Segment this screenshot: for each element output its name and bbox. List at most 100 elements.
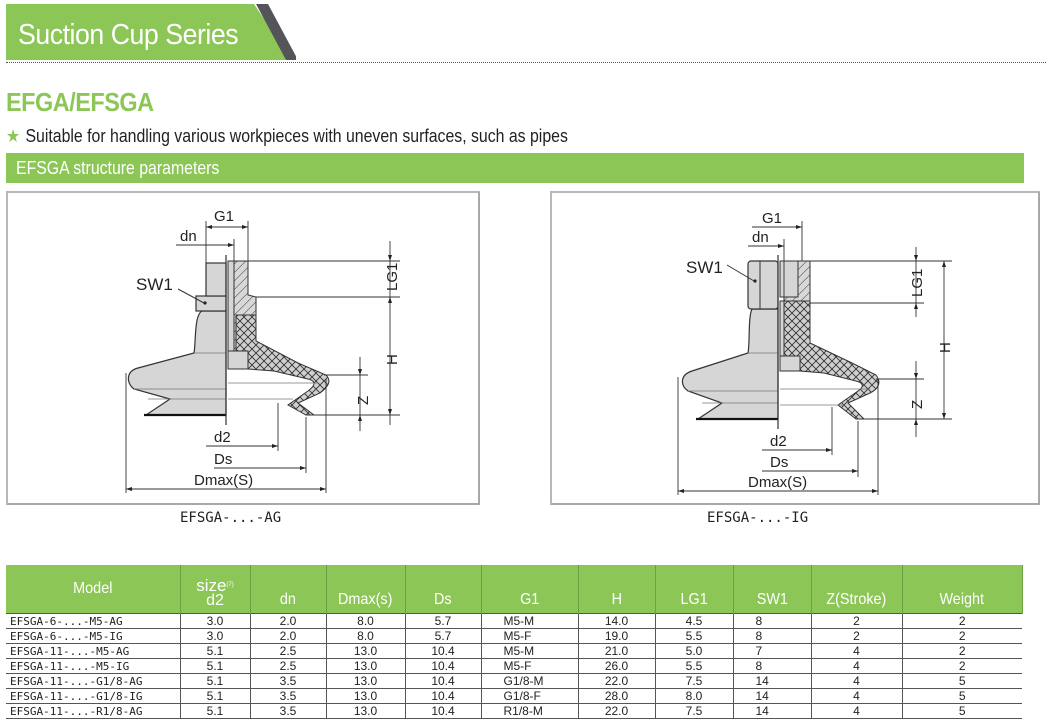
cell-sw1: 8 <box>732 613 811 629</box>
label-g1: G1 <box>762 210 782 227</box>
label-g1: G1 <box>214 208 234 225</box>
cell-h: 19.0 <box>577 628 655 644</box>
cell-sw1: 8 <box>732 628 811 644</box>
cell-ds: 5.7 <box>404 613 481 629</box>
diagram-ag-caption: EFSGA-...-AG <box>180 510 282 526</box>
cell-h: 28.0 <box>577 688 655 704</box>
cell-dn: 2.0 <box>249 613 326 629</box>
cell-weight: 2 <box>901 643 1022 659</box>
col-z: Z(Stroke) <box>810 565 903 614</box>
cell-weight: 5 <box>901 673 1022 689</box>
cell-ds: 10.4 <box>404 703 481 719</box>
cell-dn: 2.5 <box>249 658 326 674</box>
col-sw1: SW1 <box>732 565 812 614</box>
cell-dmax: 13.0 <box>325 643 405 659</box>
header-divider <box>6 62 1046 63</box>
cell-dmax: 8.0 <box>325 613 405 629</box>
feature-text: Suitable for handling various workpieces… <box>25 126 568 146</box>
series-banner: Suction Cup Series <box>6 4 296 60</box>
cell-lg1: 7.5 <box>654 673 733 689</box>
cell-d2: 5.1 <box>179 673 250 689</box>
section-title: EFSGA structure parameters <box>16 158 220 178</box>
cell-d2: 5.1 <box>179 703 250 719</box>
cell-model: EFSGA-6-...-M5-AG <box>6 613 180 629</box>
cell-model: EFSGA-11-...-G1/8-IG <box>6 688 180 704</box>
label-ds: Ds <box>214 451 232 468</box>
cell-g1: R1/8-M <box>480 703 578 719</box>
label-dmax: Dmax(S) <box>194 472 253 489</box>
cell-lg1: 8.0 <box>654 688 733 704</box>
cell-d2: 5.1 <box>179 658 250 674</box>
label-z: Z <box>355 396 372 405</box>
banner-shape <box>6 4 296 60</box>
cell-g1: G1/8-M <box>480 673 578 689</box>
cell-model: EFSGA-11-...-R1/8-AG <box>6 703 180 719</box>
cell-z: 2 <box>810 613 902 629</box>
cell-h: 21.0 <box>577 643 655 659</box>
col-g1: G1 <box>480 565 579 614</box>
cell-ds: 10.4 <box>404 658 481 674</box>
label-sw1: SW1 <box>686 258 723 277</box>
cell-sw1: 14 <box>732 703 811 719</box>
label-h: H <box>384 354 401 365</box>
cell-g1: G1/8-F <box>480 688 578 704</box>
cell-z: 4 <box>810 673 902 689</box>
cell-sw1: 14 <box>732 688 811 704</box>
cell-z: 4 <box>810 643 902 659</box>
cell-ds: 10.4 <box>404 673 481 689</box>
cell-dmax: 13.0 <box>325 688 405 704</box>
label-sw1: SW1 <box>136 275 173 294</box>
label-lg1: LG1 <box>384 263 401 291</box>
cell-dmax: 13.0 <box>325 673 405 689</box>
cell-h: 22.0 <box>577 673 655 689</box>
section-header: EFSGA structure parameters <box>6 153 1024 183</box>
cell-dmax: 8.0 <box>325 628 405 644</box>
spec-table: Model size(7) d2 dn Dmax(s) Ds G1 H LG1 … <box>6 565 1023 719</box>
col-model: Model <box>6 565 181 614</box>
cell-dn: 3.5 <box>249 703 326 719</box>
cell-weight: 5 <box>901 703 1022 719</box>
cell-ds: 5.7 <box>404 628 481 644</box>
cell-d2: 5.1 <box>179 643 250 659</box>
cell-weight: 2 <box>901 658 1022 674</box>
label-h: H <box>937 342 954 353</box>
cell-sw1: 7 <box>732 643 811 659</box>
cell-z: 2 <box>810 628 902 644</box>
cell-lg1: 5.0 <box>654 643 733 659</box>
suction-cup-ag-drawing: SW1 G1 dn LG1 H Z d2 Ds <box>125 208 401 493</box>
cell-model: EFSGA-11-...-M5-AG <box>6 643 180 659</box>
cell-sw1: 8 <box>732 658 811 674</box>
col-ds: Ds <box>404 565 482 614</box>
footnote-ref: (7) <box>226 582 234 588</box>
cell-z: 4 <box>810 658 902 674</box>
cell-d2: 3.0 <box>179 628 250 644</box>
cell-g1: M5-M <box>480 643 578 659</box>
cell-g1: M5-F <box>480 628 578 644</box>
cell-dn: 2.0 <box>249 628 326 644</box>
cell-h: 22.0 <box>577 703 655 719</box>
cell-ds: 10.4 <box>404 643 481 659</box>
cell-dn: 3.5 <box>249 688 326 704</box>
star-icon: ★ <box>6 126 21 146</box>
suction-cup-ig-drawing: SW1 G1 dn LG1 H Z d2 Ds <box>677 210 954 495</box>
diagram-ag: SW1 G1 dn LG1 H Z d2 Ds <box>6 191 480 505</box>
col-dmax: Dmax(s) <box>325 565 406 614</box>
col-h: H <box>577 565 656 614</box>
label-lg1: LG1 <box>909 269 926 297</box>
cell-dmax: 13.0 <box>325 703 405 719</box>
cell-weight: 2 <box>901 628 1022 644</box>
label-d2: d2 <box>214 429 231 446</box>
cell-g1: M5-M <box>480 613 578 629</box>
series-title: Suction Cup Series <box>18 19 239 51</box>
diagram-ig: SW1 G1 dn LG1 H Z d2 Ds <box>550 191 1040 505</box>
cell-model: EFSGA-6-...-M5-IG <box>6 628 180 644</box>
label-dn: dn <box>180 228 197 245</box>
cell-weight: 2 <box>901 613 1022 629</box>
cell-d2: 5.1 <box>179 688 250 704</box>
